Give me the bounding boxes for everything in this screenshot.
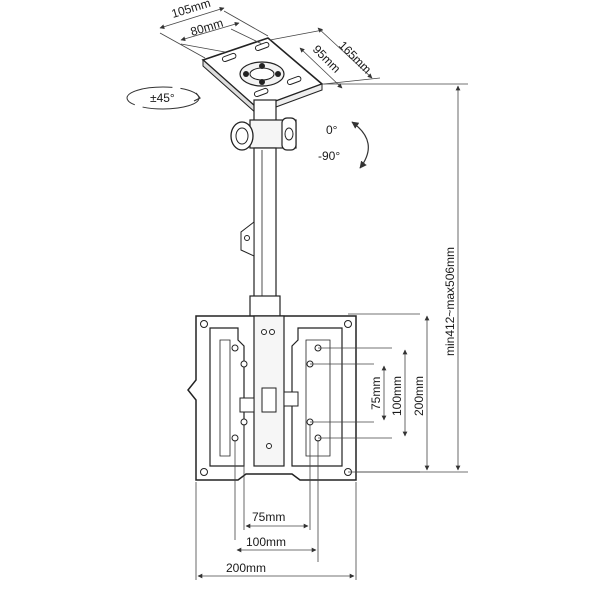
swivel-angle-label: ±45° bbox=[150, 91, 175, 105]
plate-depth-label: 165mm bbox=[336, 38, 374, 76]
ceiling-plate bbox=[201, 37, 324, 116]
vesa-plate bbox=[187, 315, 357, 481]
vesa-horizontal-medium-label: 100mm bbox=[246, 535, 286, 549]
tilt-upper-label: 0° bbox=[326, 123, 338, 137]
plate-width-label: 105mm bbox=[170, 0, 212, 21]
mount-pole bbox=[230, 99, 297, 319]
plate-hole-spacing-label: 80mm bbox=[189, 16, 225, 39]
height-range-label: min412~max506mm bbox=[443, 247, 457, 356]
tilt-arc bbox=[351, 121, 369, 169]
vesa-horizontal-small-label: 75mm bbox=[252, 510, 285, 524]
tilt-lower-label: -90° bbox=[318, 149, 340, 163]
vesa-vertical-large-label: 200mm bbox=[412, 376, 426, 416]
vesa-horizontal-large-label: 200mm bbox=[226, 561, 266, 575]
vesa-horizontal-dimensions bbox=[195, 424, 357, 580]
vesa-vertical-dimensions bbox=[310, 313, 430, 473]
swivel-indicator bbox=[126, 86, 201, 110]
ceiling-plate-dimensions bbox=[159, 6, 381, 89]
vesa-vertical-medium-label: 100mm bbox=[390, 376, 404, 416]
vesa-vertical-small-label: 75mm bbox=[369, 377, 383, 410]
